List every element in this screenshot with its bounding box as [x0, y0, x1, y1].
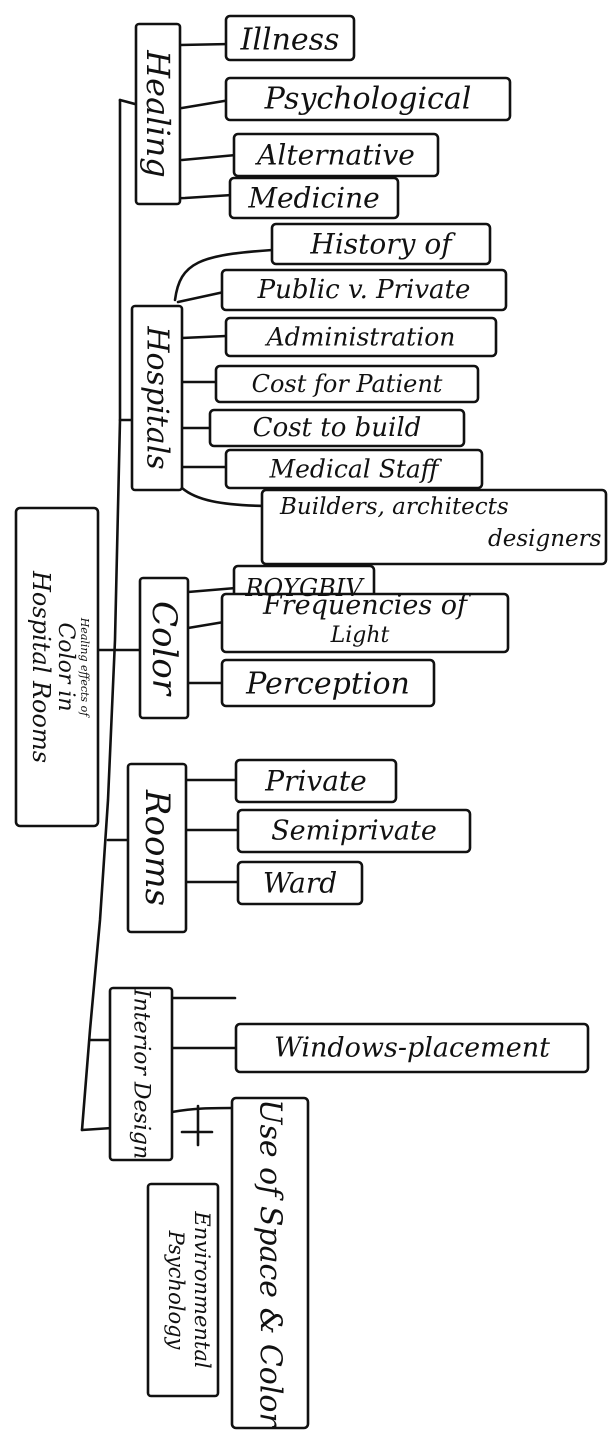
label-roygbiv: ROYGBIV: [244, 574, 365, 602]
root-box: [14, 506, 100, 828]
label-alternative: Alternative: [254, 139, 415, 172]
box-public-private: [220, 268, 508, 312]
box-cost-build: [208, 408, 466, 448]
label-psychological: Psychological: [264, 82, 472, 117]
rooms-box: [126, 762, 188, 934]
healing-box: [134, 22, 182, 206]
link-alternative: [180, 153, 238, 162]
label-administration: Administration: [265, 323, 456, 352]
link-frequencies: [186, 620, 226, 630]
box-medicine: [228, 176, 400, 220]
label-builders-line2: designers: [488, 526, 602, 552]
label-perception: Perception: [245, 667, 410, 702]
link-illness: [178, 42, 232, 47]
root-title-line1: Healing effects of: [78, 617, 91, 718]
box-ward: [236, 860, 364, 906]
boxes: [14, 14, 608, 1430]
interior-box: [108, 986, 174, 1162]
root-title-line3: Hospital Rooms: [27, 570, 55, 763]
label-cost-build: Cost to build: [253, 413, 422, 443]
topic-interior: Interior Design: [129, 988, 154, 1159]
topic-color: Color: [144, 601, 184, 697]
label-medical-staff: Medical Staff: [268, 455, 442, 484]
box-windows: [234, 1022, 590, 1074]
link-psychological: [180, 98, 232, 110]
frequencies-label: Frequencies of Light: [262, 590, 471, 648]
labels: Healing effects of Color in Hospital Roo…: [27, 23, 602, 1429]
topic-hospitals: Hospitals: [140, 325, 175, 469]
box-administration: [224, 316, 498, 358]
box-builders: [260, 488, 608, 566]
box-use-of-space: [230, 1096, 310, 1430]
hospitals-box: [130, 304, 184, 492]
link-history: [173, 248, 274, 302]
label-windows: Windows-placement: [274, 1033, 550, 1064]
link-use-of-space: [170, 1106, 234, 1114]
color-box: [138, 576, 190, 720]
box-alternative: [232, 132, 440, 178]
link-administration: [180, 334, 228, 340]
topic-rooms: Rooms: [137, 789, 177, 906]
label-use-of-space: Use of Space & Color: [253, 1099, 288, 1428]
label-history: History of: [309, 228, 456, 261]
builders-label: Builders, architects designers: [279, 494, 602, 552]
box-psychological: [224, 76, 512, 122]
label-illness: Illness: [240, 23, 340, 58]
label-environmental: Environmental: [190, 1210, 214, 1368]
label-frequencies-line1: Frequencies of: [262, 590, 471, 621]
box-cost-patient: [214, 364, 480, 404]
label-semiprivate: Semiprivate: [271, 816, 437, 847]
label-ward: Ward: [263, 867, 337, 900]
link-roygbiv: [186, 586, 238, 594]
label-cost-patient: Cost for Patient: [252, 370, 443, 398]
topic-healing: Healing: [139, 49, 177, 177]
label-frequencies-line2: Light: [330, 623, 390, 648]
link-public-private: [176, 290, 226, 304]
box-medical-staff: [224, 448, 484, 490]
label-public-private: Public v. Private: [257, 275, 471, 305]
interior-bottom-connector: [80, 1126, 114, 1132]
link-builders: [180, 486, 266, 508]
environmental-box: [146, 1182, 220, 1398]
label-medicine: Medicine: [247, 182, 379, 215]
box-frequencies: [220, 592, 510, 654]
box-semiprivate: [236, 808, 472, 854]
link-environmental: [180, 1104, 214, 1147]
label-private: Private: [264, 765, 367, 798]
root-title-line2: Color in: [53, 622, 78, 711]
box-perception: [220, 658, 436, 708]
box-history: [270, 222, 492, 266]
label-builders-line1: Builders, architects: [279, 494, 509, 520]
box-private: [234, 758, 398, 804]
box-illness: [224, 14, 356, 62]
label-psychology: Psychology: [164, 1230, 188, 1351]
